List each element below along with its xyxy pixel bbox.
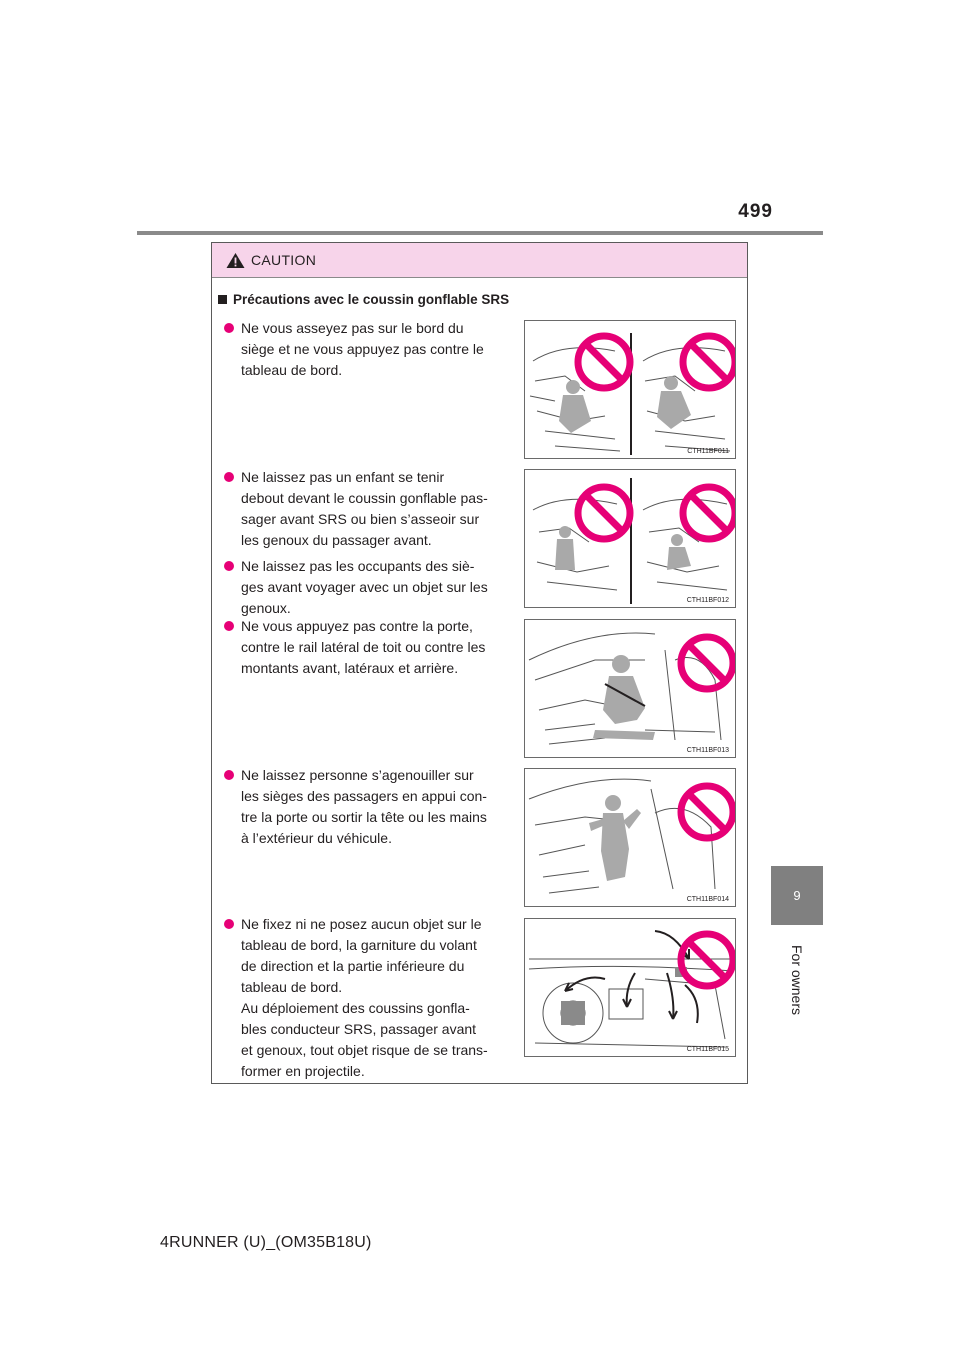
bullet-line: ges avant voyager avec un objet sur les [241,579,488,595]
bullet-line: les genoux du passager avant. [241,532,432,548]
bullet-line: Ne fixez ni ne posez aucun objet sur le [241,916,482,932]
bullet-item: Ne vous asseyez pas sur le bord du siège… [224,318,503,381]
bullet-line: contre le rail latéral de toit ou contre… [241,639,486,655]
bullet-line: bles conducteur SRS, passager avant [241,1021,477,1037]
bullet-line: former en projectile. [241,1063,365,1079]
bullet-item: Ne vous appuyez pas contre la porte, con… [224,616,503,679]
bullet-line: Ne laissez personne s’agenouiller sur [241,767,474,783]
bullet-item: Ne laissez pas un enfant se tenir debout… [224,467,503,551]
illustration-leaning-on-door: CTH11BF013 [524,619,736,758]
section-title-text: Précautions avec le coussin gonflable SR… [233,292,510,307]
caution-header: CAUTION [212,243,747,278]
bullet-line: Ne vous asseyez pas sur le bord du [241,320,464,336]
chapter-label: For owners [771,930,823,1030]
bullet-dot-icon [224,621,234,631]
bullet-line: genoux. [241,600,291,616]
bullet-line: montants avant, latéraux et arrière. [241,660,459,676]
illustration-kneeling-on-seat: CTH11BF014 [524,768,736,907]
bullet-line: tableau de bord, la garniture du volant [241,937,477,953]
bullet-line: sager avant SRS ou bien s’asseoir sur [241,511,480,527]
illustration-code: CTH11BF012 [686,597,729,604]
warning-icon [226,252,245,268]
illustration-code: CTH11BF013 [686,747,729,754]
bullet-line: Ne laissez pas un enfant se tenir [241,469,445,485]
bullet-line: Ne vous appuyez pas contre la porte, [241,618,473,634]
chapter-tab[interactable]: 9 [771,866,823,925]
caution-box: CAUTION Précautions avec le coussin gonf… [211,242,748,1084]
bullet-line: et genoux, tout objet risque de se trans… [241,1042,488,1058]
bullet-line: tableau de bord. [241,979,343,995]
bullet-line: à l’extérieur du véhicule. [241,830,392,846]
chapter-label-text: For owners [789,944,805,1016]
bullet-dot-icon [224,472,234,482]
section-square-icon [218,295,227,304]
bullet-line: les sièges des passagers en appui con- [241,788,487,804]
bullet-item: Ne laissez personne s’agenouiller sur le… [224,765,503,849]
bullet-line: siège et ne vous appuyez pas contre le [241,341,484,357]
page-number: 499 [738,201,773,222]
bullet-line: tre la porte ou sortir la tête ou les ma… [241,809,487,825]
bullet-dot-icon [224,919,234,929]
bullet-dot-icon [224,561,234,571]
bullet-line: tableau de bord. [241,362,343,378]
illustration-code: CTH11BF011 [687,448,729,455]
section-title: Précautions avec le coussin gonflable SR… [218,292,509,307]
bullet-dot-icon [224,323,234,333]
illustration-objects-on-dashboard: CTH11BF015 [524,918,736,1057]
illustration-code: CTH11BF014 [686,896,729,903]
bullet-dot-icon [224,770,234,780]
caution-title: CAUTION [251,252,317,268]
bullet-item: Ne fixez ni ne posez aucun objet sur le … [224,914,503,1082]
bullet-line: de direction et la partie inférieure du [241,958,465,974]
illustration-code: CTH11BF015 [686,1046,729,1053]
bullet-line: debout devant le coussin gonflable pas- [241,490,488,506]
illustration-child-standing: CTH11BF012 [524,469,736,608]
bullet-line: Au déploiement des coussins gonfla- [241,1000,470,1016]
footer-model: 4RUNNER (U)_(OM35B18U) [160,1234,372,1251]
bullet-item: Ne laissez pas les occupants des siè- ge… [224,556,503,619]
top-rule [137,231,823,235]
illustration-leaning-on-dashboard: CTH11BF011 [524,320,736,459]
bullet-line: Ne laissez pas les occupants des siè- [241,558,475,574]
